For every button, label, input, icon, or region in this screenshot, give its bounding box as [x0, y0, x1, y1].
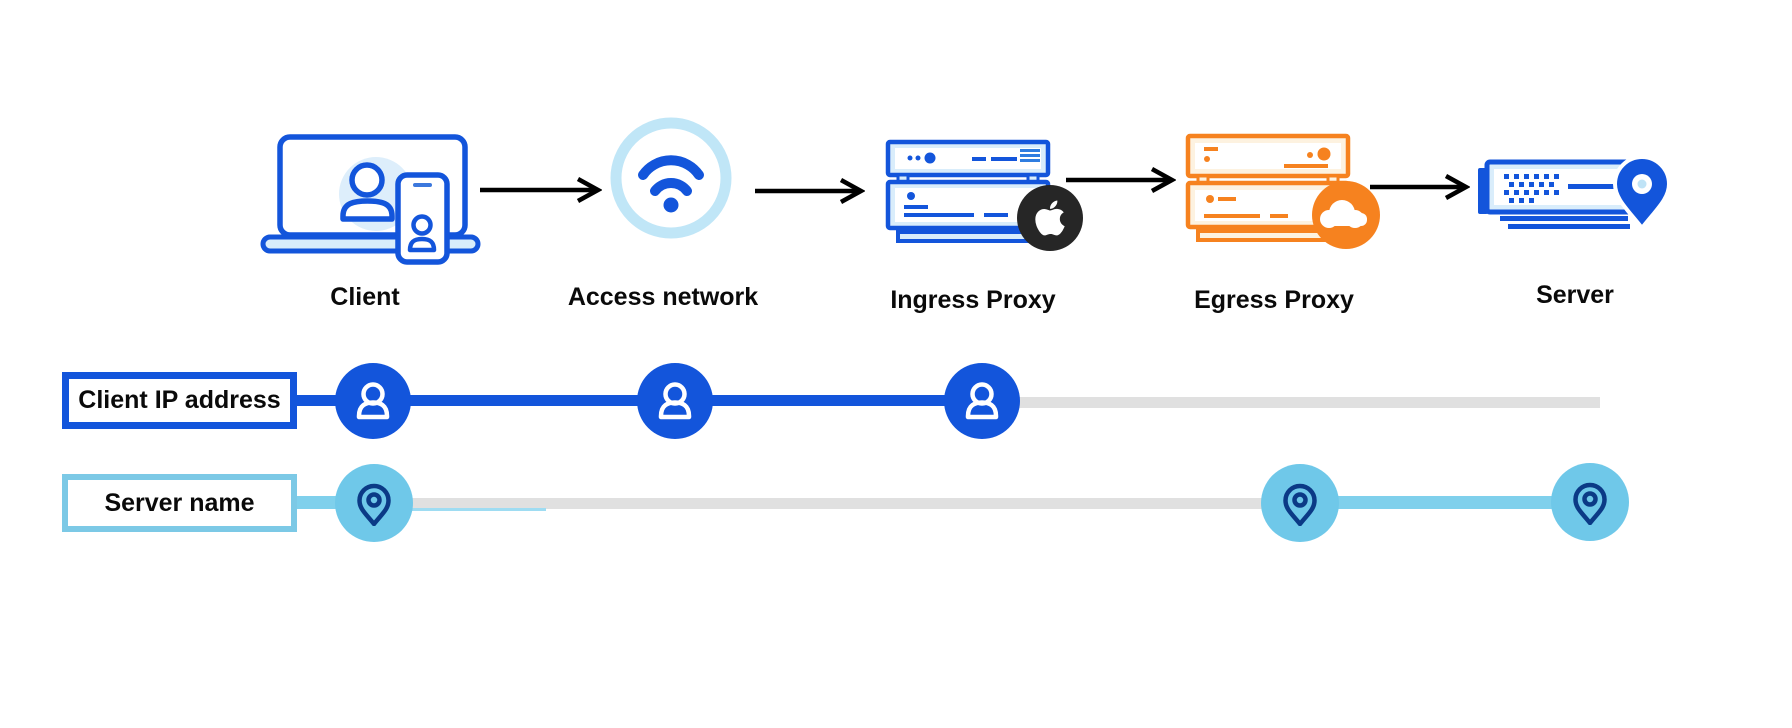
client-ip-label: Client IP address: [78, 386, 281, 414]
node-label-client: Client: [330, 283, 400, 311]
server-name-label-box: Server name: [62, 474, 297, 532]
server-name-inactive-line: [380, 498, 1300, 509]
ingress-proxy-server-stack-icon: [885, 139, 1083, 251]
client-ip-label-box: Client IP address: [62, 372, 297, 429]
person-marker-access-network: [637, 363, 713, 439]
node-label-server: Server: [1536, 281, 1614, 309]
arrow-access-to-ingress-icon: [755, 178, 865, 204]
location-pin-icon: [357, 483, 391, 526]
location-pin-icon: [1573, 482, 1607, 525]
server-name-line-artifact: [400, 508, 546, 511]
server-name-active-line-right: [1264, 496, 1590, 509]
person-icon: [965, 382, 999, 420]
location-pin-icon: [1283, 483, 1317, 526]
apple-logo-badge: [1017, 185, 1083, 251]
arrow-egress-to-server-icon: [1370, 174, 1470, 200]
person-icon: [658, 382, 692, 420]
node-label-egress-proxy: Egress Proxy: [1194, 286, 1354, 314]
node-label-access-network: Access network: [567, 283, 759, 311]
server-dot-pattern: [1504, 174, 1559, 203]
pin-marker-egress-proxy: [1261, 464, 1339, 542]
wifi-icon: [610, 117, 732, 239]
person-marker-client: [335, 363, 411, 439]
server-name-label: Server name: [104, 488, 255, 517]
cloudflare-logo-badge: [1312, 181, 1380, 249]
arrow-ingress-to-egress-icon: [1066, 167, 1176, 193]
client-devices-icon: [260, 134, 481, 265]
arrow-client-to-access-icon: [480, 177, 602, 203]
pin-marker-server: [1551, 463, 1629, 541]
node-label-ingress-proxy: Ingress Proxy: [890, 286, 1056, 314]
pin-marker-client: [335, 464, 413, 542]
person-marker-ingress-proxy: [944, 363, 1020, 439]
egress-proxy-server-stack-icon: [1185, 133, 1380, 249]
server-location-pin-icon: [1478, 154, 1672, 232]
person-icon: [356, 382, 390, 420]
client-ip-inactive-line: [985, 397, 1600, 408]
